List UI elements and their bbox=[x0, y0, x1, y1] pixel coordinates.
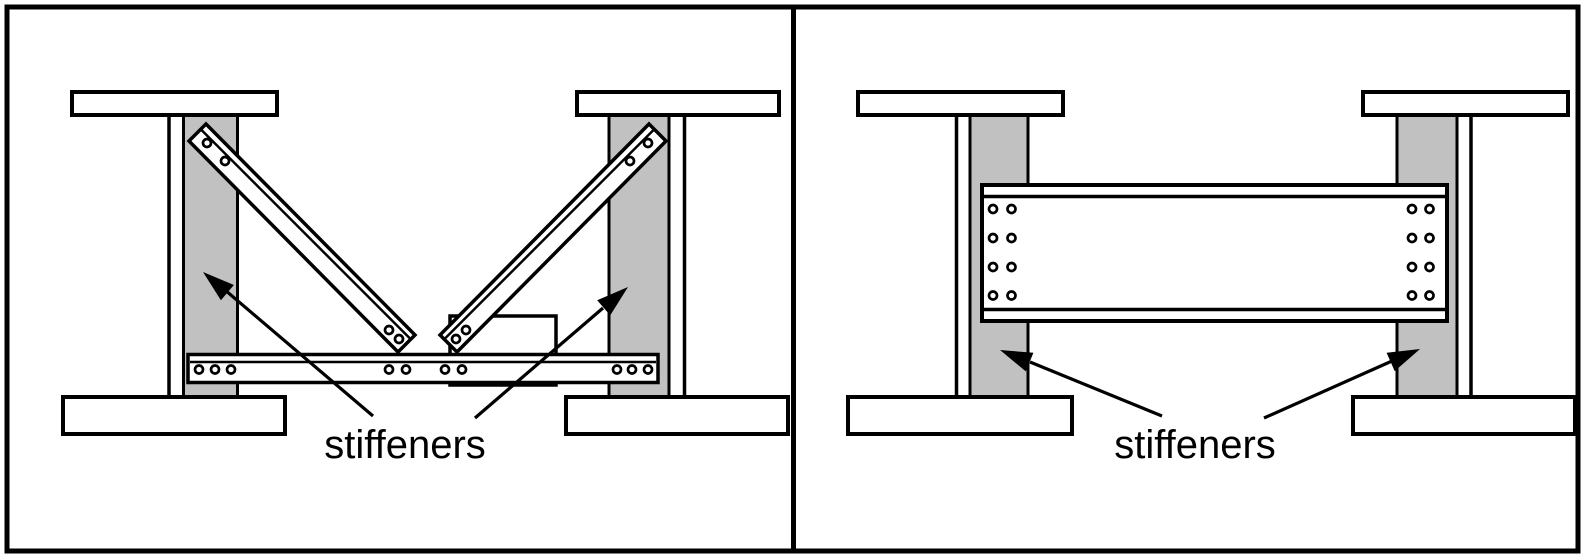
bolt bbox=[1424, 203, 1435, 215]
bolt bbox=[1006, 261, 1017, 273]
left-column-top-flange bbox=[856, 90, 1065, 117]
bolt bbox=[383, 324, 395, 336]
bolt bbox=[439, 364, 451, 375]
left-stiffener-arrow bbox=[1000, 350, 1163, 418]
arrow-shaft bbox=[1029, 360, 1163, 418]
bolt bbox=[624, 155, 636, 167]
bottom-chord-plate bbox=[186, 352, 660, 385]
arrow-shaft bbox=[473, 306, 605, 420]
bolt bbox=[1424, 290, 1435, 301]
right-diagonal-brace bbox=[437, 121, 669, 355]
panel-beam-connection: stiffeners bbox=[846, 90, 1577, 467]
bolt bbox=[1424, 261, 1435, 273]
bolt bbox=[642, 364, 654, 375]
beam-body bbox=[980, 183, 1449, 323]
bolt bbox=[460, 324, 472, 336]
bolt bbox=[611, 364, 623, 375]
right-column-bottom-flange bbox=[564, 395, 790, 436]
left-column-bottom-flange bbox=[61, 395, 287, 436]
left-stiffener-arrow bbox=[203, 272, 375, 418]
bolt bbox=[193, 364, 205, 375]
bolt bbox=[642, 137, 654, 149]
stiffeners-label: stiffeners bbox=[1114, 423, 1276, 467]
bolt bbox=[987, 203, 999, 215]
bolt bbox=[400, 364, 412, 375]
bolt bbox=[987, 232, 999, 244]
bolt bbox=[225, 364, 237, 375]
right-brace-body bbox=[437, 121, 669, 355]
bolt bbox=[1406, 290, 1418, 301]
bolt bbox=[209, 364, 221, 375]
right-stiffener-arrow bbox=[1263, 349, 1420, 420]
connected-beam bbox=[980, 183, 1449, 323]
arrowhead-icon bbox=[203, 272, 234, 301]
bolt bbox=[1006, 203, 1017, 215]
bolt bbox=[450, 333, 462, 345]
bolt bbox=[383, 364, 395, 375]
bolt bbox=[626, 364, 638, 375]
bolt bbox=[1006, 232, 1017, 244]
right-column-top-flange bbox=[575, 90, 781, 117]
arrow-shaft bbox=[223, 288, 375, 418]
bolt bbox=[1406, 232, 1418, 244]
right-column-top-flange bbox=[1361, 90, 1570, 117]
panel-brace-connection: stiffeners bbox=[61, 90, 790, 467]
bolt bbox=[219, 155, 231, 167]
right-column-bottom-flange bbox=[1351, 395, 1577, 436]
bolt bbox=[987, 290, 999, 301]
left-diagonal-brace bbox=[186, 121, 418, 355]
left-column bbox=[61, 90, 287, 436]
bolt bbox=[456, 364, 468, 375]
bolt bbox=[393, 333, 405, 345]
left-brace-body bbox=[186, 121, 418, 355]
stiffeners-label: stiffeners bbox=[324, 423, 486, 467]
right-brace-flange-line bbox=[443, 129, 655, 340]
bolt bbox=[1406, 261, 1418, 273]
left-column-bottom-flange bbox=[846, 395, 1074, 436]
bolt bbox=[987, 261, 999, 273]
arrowhead-icon bbox=[1386, 349, 1420, 372]
bolt bbox=[201, 137, 213, 149]
bolt bbox=[1406, 203, 1418, 215]
left-brace-flange-line bbox=[200, 129, 412, 340]
right-stiffener-arrow bbox=[473, 287, 628, 420]
arrowhead-icon bbox=[1000, 350, 1034, 372]
bolt bbox=[1006, 290, 1017, 301]
bottom-chord bbox=[186, 352, 660, 385]
bolt bbox=[1424, 232, 1435, 244]
left-column-top-flange bbox=[70, 90, 279, 117]
arrow-shaft bbox=[1263, 359, 1393, 420]
arrowhead-icon bbox=[597, 287, 628, 316]
